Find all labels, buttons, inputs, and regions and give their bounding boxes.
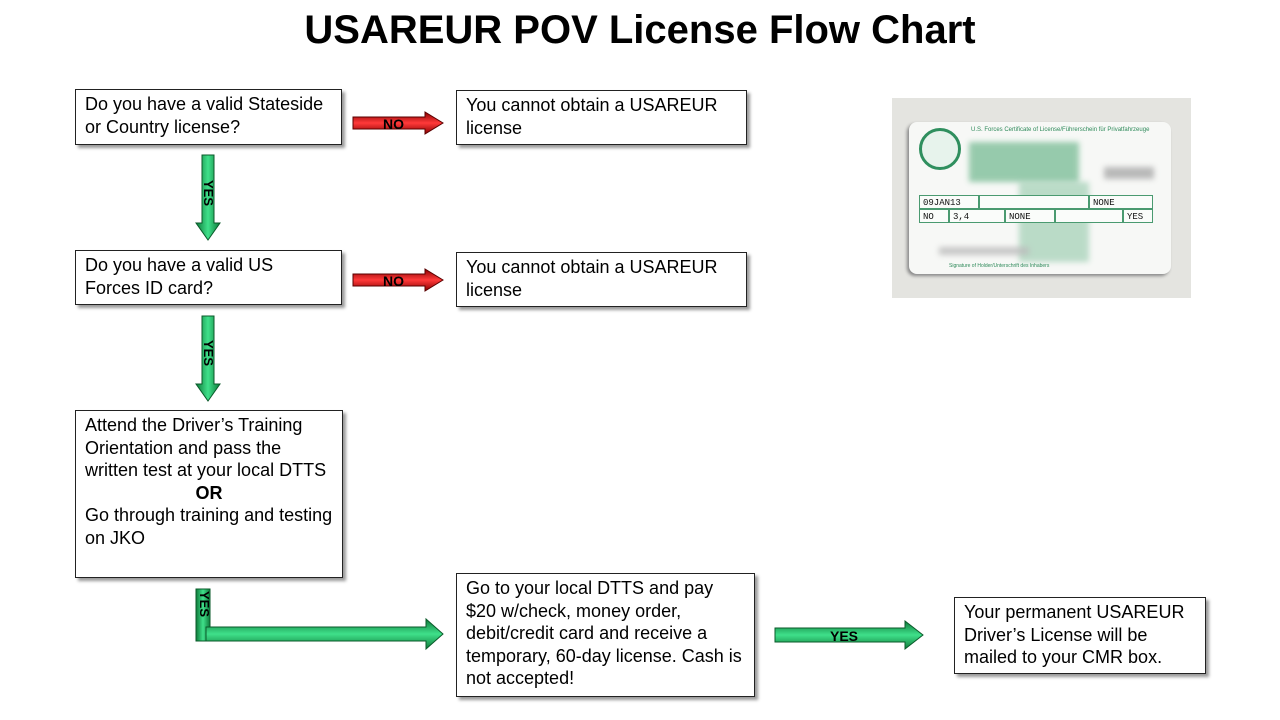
yes-arrow-4 <box>774 619 924 651</box>
outcome-cannot-obtain-1: You cannot obtain a USAREUR license <box>456 90 747 145</box>
final-text: Your permanent USAREUR Driver’s License … <box>964 602 1185 667</box>
yes-label-3-text: YES <box>197 591 212 618</box>
yes-label-4: YES <box>830 628 859 644</box>
or-label: OR <box>195 482 223 503</box>
spec-qualification: NONE <box>1089 195 1153 209</box>
outcome-text: You cannot obtain a USAREUR license <box>466 95 718 138</box>
yes-arrow-2 <box>195 315 221 402</box>
yes-label-2: YES <box>201 340 216 367</box>
step-training-testing: Attend the Driver’s Training Orientation… <box>75 410 343 578</box>
dod-seal-icon <box>919 128 961 170</box>
step-pay-temporary-license: Go to your local DTTS and pay $20 w/chec… <box>456 573 755 697</box>
issue-date: 09JAN13 <box>919 195 979 209</box>
signature-label: Signature of Holder/Unterschrift des Inh… <box>949 263 1050 269</box>
organ-donor: YES <box>1123 209 1153 223</box>
yes-label-3: YES <box>197 589 212 618</box>
outcome-text: You cannot obtain a USAREUR license <box>466 257 718 300</box>
class: 3,4 <box>949 209 1005 223</box>
license-card-photo: U.S. Forces Certificate of License/Führe… <box>892 98 1191 298</box>
card-header: U.S. Forces Certificate of License/Führe… <box>971 127 1150 133</box>
restrictions: NONE <box>1005 209 1055 223</box>
no-label-1: NO <box>383 116 404 132</box>
yes-label-1: YES <box>201 180 216 207</box>
step-text-jko: Go through training and testing on JKO <box>85 505 333 548</box>
outcome-cannot-obtain-2: You cannot obtain a USAREUR license <box>456 252 747 307</box>
yes-arrow-3 <box>195 588 444 651</box>
question-us-forces-id: Do you have a valid US Forces ID card? <box>75 250 342 305</box>
no-label-2: NO <box>383 273 404 289</box>
no-arrow-2 <box>352 268 444 292</box>
question-text: Do you have a valid Stateside or Country… <box>85 94 324 137</box>
page-title: USAREUR POV License Flow Chart <box>304 8 976 52</box>
step-text-dtts: Attend the Driver’s Training Orientation… <box>85 415 327 480</box>
step-text: Go to your local DTTS and pay $20 w/chec… <box>466 578 742 688</box>
no-arrow-1 <box>352 111 444 135</box>
corr-lenses: NO <box>919 209 949 223</box>
question-stateside-license: Do you have a valid Stateside or Country… <box>75 89 342 145</box>
license-card: U.S. Forces Certificate of License/Führe… <box>909 122 1171 274</box>
yes-arrow-1 <box>195 154 221 241</box>
final-permanent-license: Your permanent USAREUR Driver’s License … <box>954 597 1206 674</box>
question-text: Do you have a valid US Forces ID card? <box>85 255 274 298</box>
